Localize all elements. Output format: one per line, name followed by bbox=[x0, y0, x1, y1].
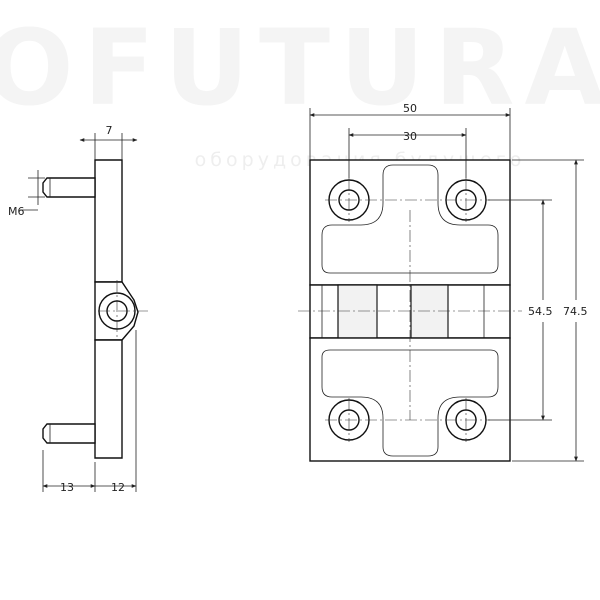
side-top-stud bbox=[42, 177, 96, 198]
dim-overall-height: 74.5 bbox=[563, 305, 588, 318]
front-top-recess bbox=[321, 164, 499, 274]
front-knuckle bbox=[410, 284, 449, 339]
watermark-brand: OFUTURA bbox=[0, 7, 600, 129]
front-view: 50 30 54.5 74.5 bbox=[298, 102, 588, 462]
front-bottom-recess bbox=[321, 349, 499, 457]
dim-thread: M6 bbox=[8, 205, 25, 218]
front-knuckle bbox=[337, 284, 378, 339]
side-view: 7 M6 13 12 bbox=[8, 124, 148, 494]
side-top-plate bbox=[94, 159, 123, 283]
dim-bottom-left: 13 bbox=[60, 481, 74, 494]
side-bottom-plate bbox=[94, 339, 123, 459]
dim-bottom-right: 12 bbox=[111, 481, 125, 494]
dim-offset-top: 7 bbox=[106, 124, 113, 137]
dim-hole-spacing-y: 54.5 bbox=[528, 305, 553, 318]
dim-overall-width: 50 bbox=[403, 102, 417, 115]
dim-hole-spacing-x: 30 bbox=[403, 130, 417, 143]
side-bottom-stud bbox=[42, 423, 96, 444]
